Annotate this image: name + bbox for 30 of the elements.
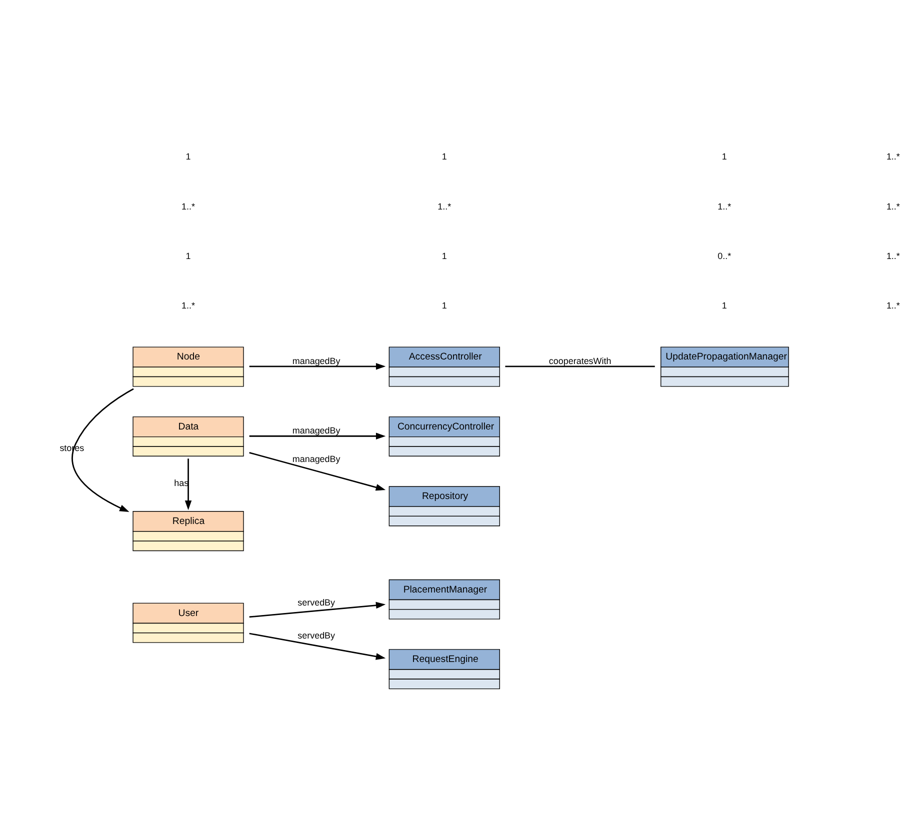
label: 1..*	[886, 152, 900, 162]
edge-label: managedBy	[292, 426, 340, 436]
label: 1	[442, 300, 447, 311]
label: 1	[186, 250, 191, 261]
connector	[505, 366, 655, 368]
label: 0..*	[718, 250, 732, 261]
label: 1..*	[886, 201, 900, 212]
label: 1..*	[886, 250, 900, 261]
label: 1	[722, 300, 727, 311]
arrow	[249, 363, 386, 370]
label: 1	[442, 152, 447, 162]
edge-label: servedBy	[298, 598, 336, 608]
arrow	[184, 458, 192, 510]
arrow	[249, 602, 386, 618]
edge-label: managedBy	[292, 356, 340, 366]
label: 1..*	[182, 201, 195, 212]
label: 1..*	[886, 300, 900, 311]
label: 1	[722, 152, 727, 162]
arrow	[249, 632, 386, 660]
edge-label: servedBy	[298, 630, 336, 641]
edge-label: managedBy	[292, 454, 340, 464]
label: 1..*	[438, 201, 452, 212]
label: 1..*	[718, 201, 732, 212]
label: 1	[442, 250, 447, 261]
label: 1..*	[182, 300, 195, 311]
arrow	[249, 432, 386, 440]
arrow	[72, 388, 134, 512]
label: 1	[186, 152, 191, 162]
arrow	[249, 452, 386, 491]
edge-label: cooperatesWith	[548, 356, 612, 366]
